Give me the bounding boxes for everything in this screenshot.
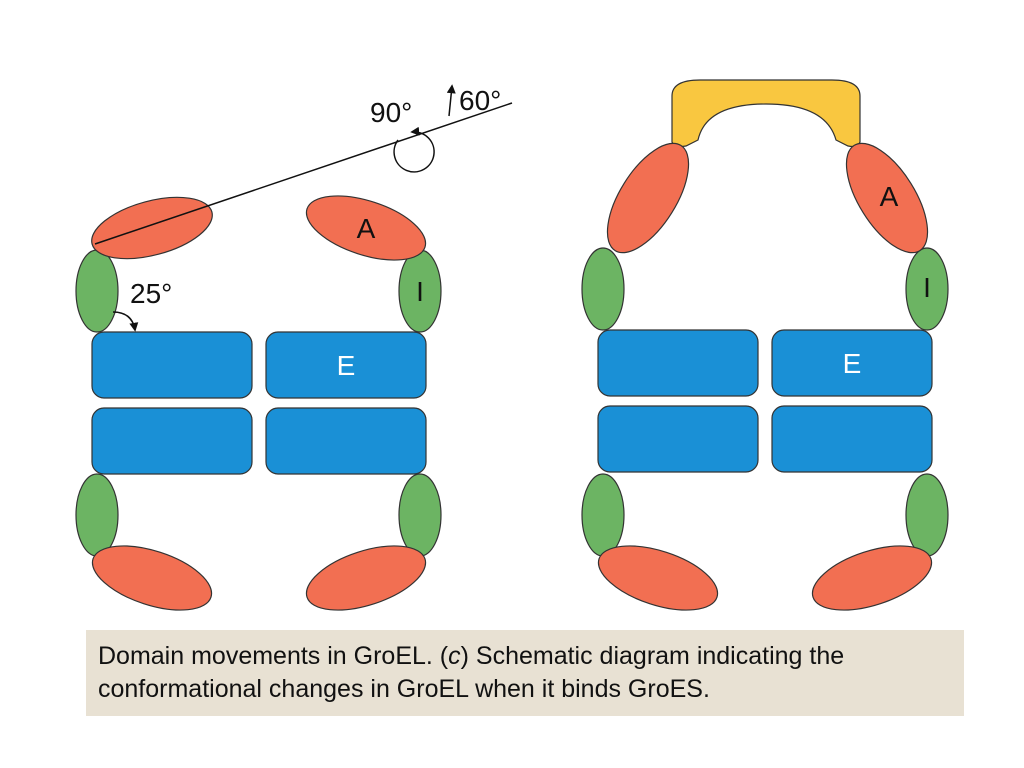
right-equatorial-bottom-left bbox=[597, 405, 759, 473]
right-groel-groes: A I E bbox=[581, 79, 949, 611]
groel-diagram: 90° 60° 25° A I E A I E bbox=[75, 79, 949, 611]
left-apical-top-right bbox=[305, 195, 427, 261]
right-apical-top-right bbox=[845, 142, 929, 254]
lift-arrow bbox=[446, 84, 456, 117]
tilt-angle-label: 90° bbox=[370, 97, 412, 128]
rotation-circle-arrow bbox=[393, 126, 435, 173]
caption-part-1: Domain movements in GroEL. ( bbox=[98, 642, 449, 670]
right-intermediate-bottom-right bbox=[905, 473, 949, 557]
left-groel: 90° 60° 25° A I E bbox=[75, 84, 513, 611]
hinge-angle-label: 25° bbox=[130, 278, 172, 309]
right-intermediate-label: I bbox=[923, 272, 931, 303]
figure-caption: Domain movements in GroEL. (c) Schematic… bbox=[86, 630, 964, 716]
right-apical-bottom-right bbox=[811, 545, 933, 611]
right-apical-bottom-left bbox=[597, 545, 719, 611]
right-equatorial-top-right bbox=[771, 329, 933, 397]
left-apical-bottom-left bbox=[91, 545, 213, 611]
right-intermediate-top-right bbox=[905, 247, 949, 331]
left-equatorial-top-right bbox=[265, 331, 427, 399]
left-intermediate-label: I bbox=[416, 276, 424, 307]
right-intermediate-top-left bbox=[581, 247, 625, 331]
lift-angle-label: 60° bbox=[459, 85, 501, 116]
right-apical-top-left bbox=[606, 142, 690, 254]
right-equatorial-label: E bbox=[843, 348, 862, 379]
right-apical-label: A bbox=[880, 181, 899, 212]
right-equatorial-bottom-right bbox=[771, 405, 933, 473]
right-intermediate-bottom-left bbox=[581, 473, 625, 557]
left-intermediate-bottom-left bbox=[75, 473, 119, 557]
left-equatorial-bottom-left bbox=[91, 407, 253, 475]
hinge-arrow bbox=[112, 311, 139, 332]
right-equatorial-top-left bbox=[597, 329, 759, 397]
caption-italic-letter: c bbox=[448, 642, 461, 670]
left-equatorial-top-left bbox=[91, 331, 253, 399]
left-intermediate-bottom-right bbox=[398, 473, 442, 557]
left-apical-label: A bbox=[357, 213, 376, 244]
rotation-axis-line bbox=[94, 102, 513, 245]
left-equatorial-label: E bbox=[337, 350, 356, 381]
left-apical-bottom-right bbox=[305, 545, 427, 611]
left-equatorial-bottom-right bbox=[265, 407, 427, 475]
groes-cap bbox=[671, 79, 861, 148]
left-intermediate-top-left bbox=[75, 249, 119, 333]
caption-part-2: ) Schematic diagram indicating the confo… bbox=[98, 642, 845, 703]
left-apical-top-left bbox=[91, 196, 213, 260]
